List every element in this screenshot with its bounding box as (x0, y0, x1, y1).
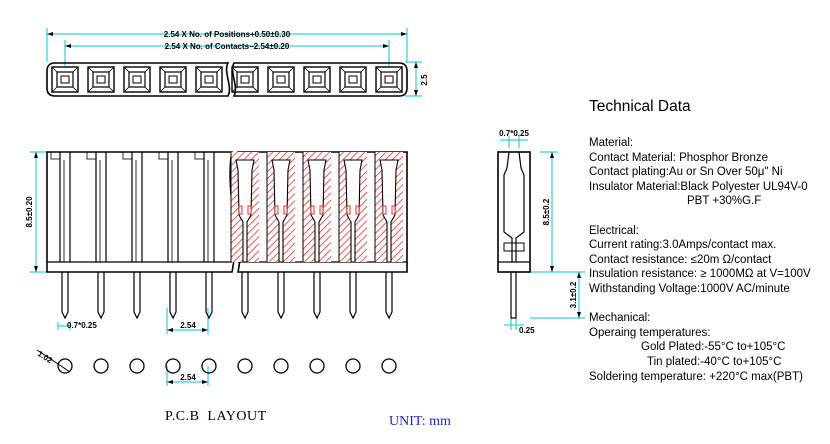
technical-data-line: Insulation resistance: ≥ 1000MΩ at V=100… (589, 268, 811, 281)
dim-pcb-pitch-label: 2.54 (180, 373, 196, 382)
top-view: 2.54 X No. of Positions+0.50±0.30 2.54 X… (46, 28, 429, 97)
pcb-holes (57, 358, 397, 374)
front-contact (266, 152, 295, 320)
top-strip-left (46, 62, 231, 97)
front-contact (50, 151, 71, 320)
pcb-layout-caption: P.C.B LAYOUT (165, 409, 267, 424)
dim-side-top-label: 0.7*0.25 (499, 129, 529, 138)
technical-data-line: Contact resistance: ≤20m Ω/contact (589, 253, 772, 266)
technical-data-line: Gold Plated:-55°C to+105°C (641, 341, 786, 354)
dim-hole-label: 1.02 (36, 349, 54, 365)
dim-pin-width-label: 0.7*0.25 (67, 321, 97, 330)
top-contact-cell (159, 66, 187, 93)
front-contact (194, 151, 215, 320)
pcb-hole (93, 358, 109, 374)
pcb-hole (129, 358, 145, 374)
technical-data-line: Current rating:3.0Amps/contact max. (589, 239, 777, 252)
pcb-hole (345, 358, 361, 374)
dim-contacts-label: 2.54 X No. of Contacts−2.54±0.20 (165, 42, 290, 51)
front-contact (122, 151, 143, 320)
technical-data-line: PBT +30%G.F (687, 195, 762, 208)
pcb-hole (57, 358, 73, 374)
technical-data-line: Contact Material: Phosphor Bronze (589, 151, 768, 164)
front-dim-lines (30, 151, 209, 334)
pcb-hole (381, 358, 397, 374)
technical-data-line: Tin plated:-40°C to+105°C (647, 356, 782, 368)
top-contact-cell (51, 66, 79, 93)
front-contact (374, 152, 403, 320)
side-view: 0.7*0.25 8.5±0.2 3.1±0.2 0.25 (497, 129, 585, 335)
top-contact-cell (195, 66, 223, 93)
top-contact-cell (123, 66, 151, 93)
front-contact (86, 151, 107, 320)
pcb-hole (165, 358, 181, 374)
top-contact-cell (303, 66, 331, 93)
dim-side-tail-width-label: 0.25 (519, 326, 535, 335)
front-view: 8.5±0.20 0.7*0.25 2.54 (25, 151, 408, 334)
top-contact-cell (339, 66, 367, 93)
pcb-hole (309, 358, 325, 374)
front-contact (230, 152, 259, 320)
dim-front-height-label: 8.5±0.20 (25, 196, 34, 228)
dim-top-height-label: 2.5 (420, 74, 429, 86)
top-contact-cells (51, 66, 403, 93)
top-contact-cell (267, 66, 295, 93)
dim-positions-label: 2.54 X No. of Positions+0.50±0.30 (164, 30, 291, 39)
technical-data-line: Soldering temperature: +220°C max(PBT) (589, 370, 803, 383)
side-dim-lines (500, 136, 585, 330)
technical-data-heading: Technical Data (589, 98, 691, 115)
front-contacts (50, 151, 403, 320)
top-dim-lines (46, 28, 422, 97)
technical-data-line: Withstanding Voltage:1000V AC/minute (589, 283, 790, 295)
dim-pitch-label: 2.54 (180, 321, 196, 330)
unit-label: UNIT: mm (389, 414, 451, 429)
pcb-hole (201, 358, 217, 374)
top-contact-cell (87, 66, 115, 93)
dim-side-tail-label: 3.1±0.2 (569, 281, 578, 308)
front-contact (158, 151, 179, 320)
front-contact (338, 152, 367, 320)
front-contact (302, 152, 331, 320)
side-housing (497, 151, 531, 273)
technical-data-line: Contact plating:Au or Sn Over 50μ" Ni (589, 166, 783, 179)
pcb-hole (273, 358, 289, 374)
side-tail (510, 271, 517, 319)
side-contact (503, 151, 525, 262)
top-strip-right (231, 62, 408, 97)
front-housing-left (46, 151, 236, 273)
technical-data-line: Mechanical: (589, 312, 651, 325)
technical-data-line: Operaing temperatures: (589, 326, 711, 339)
top-contact-cell (375, 66, 403, 93)
top-contact-cell (231, 66, 259, 93)
pcb-hole (237, 358, 253, 374)
technical-data-line: Material: (589, 137, 634, 149)
technical-data-line: Electrical: (589, 224, 639, 237)
pcb-layout-view: 1.02 2.54 (36, 349, 397, 386)
dim-side-height-label: 8.5±0.2 (542, 198, 551, 225)
technical-data-line: Insulator Material:Black Polyester UL94V… (589, 180, 808, 193)
